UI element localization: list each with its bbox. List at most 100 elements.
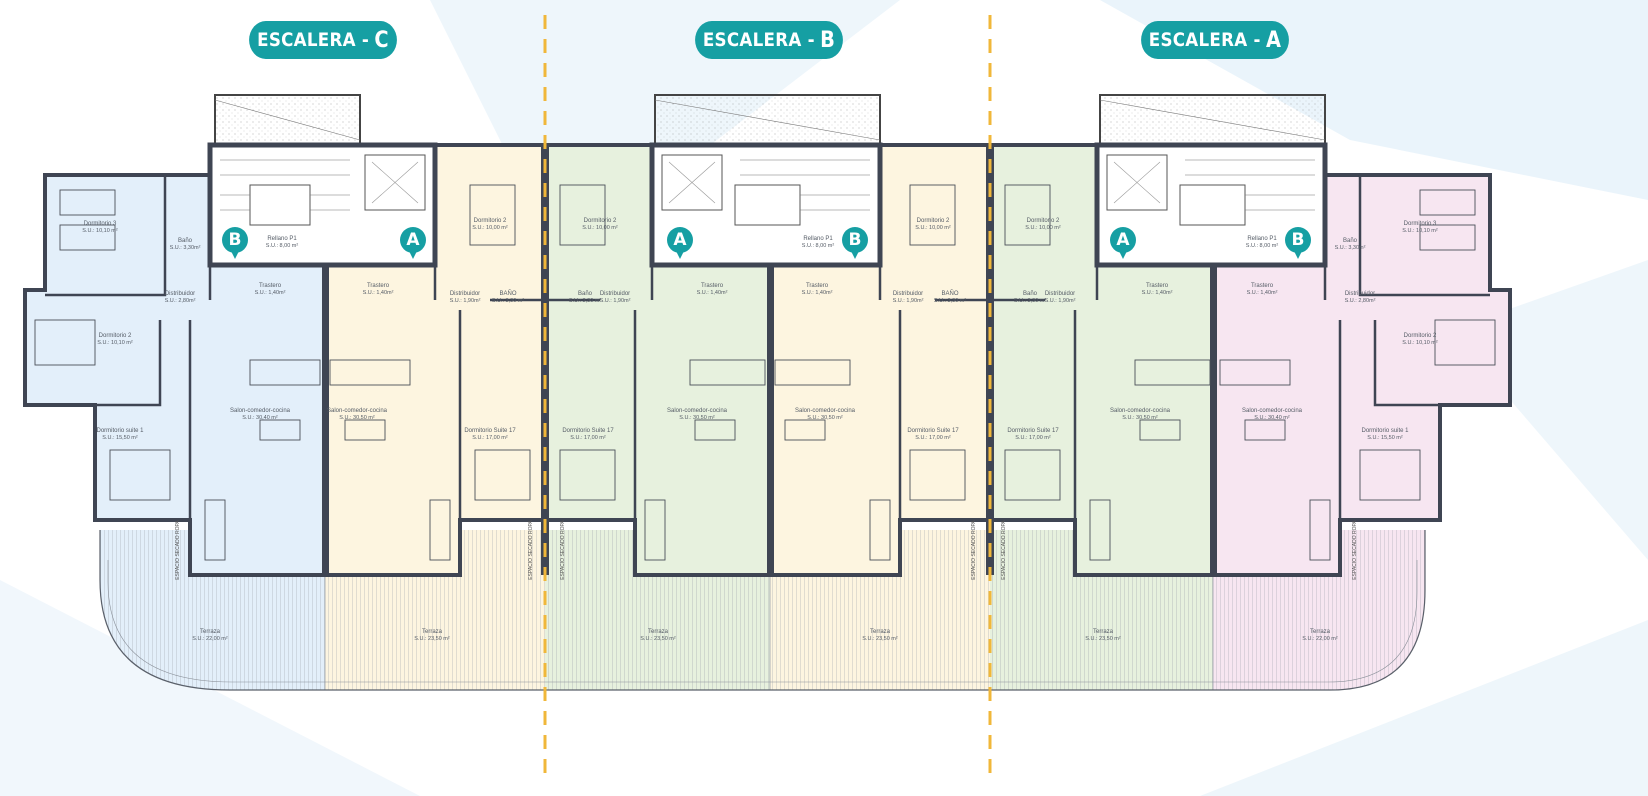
room-name: Dormitorio suite 1 [1361,428,1409,434]
room-area: S.U.: 30,50 m² [339,415,375,421]
room-area: S.U.: 10,10 m² [97,340,133,346]
room-name: Dormitorio 2 [1403,333,1437,339]
room-area: S.U.: 30,40 m² [242,415,278,421]
room-area: S.U.: 23,50 m² [1085,636,1121,642]
room-name: Dormitorio 2 [583,218,617,224]
header-prefix: ESCALERA - [1148,29,1261,51]
header-escalera-a: ESCALERA -A [1141,21,1289,59]
room-name: BAÑO [499,291,517,297]
room-area: S.U.: 10,00 m² [472,225,508,231]
room-area: S.U.: 10,00 m² [582,225,618,231]
room-name: Salon-comedor-cocina [1109,408,1171,414]
room-area: S.U.: 1,40m² [1141,290,1173,296]
room-name: Dormitorio 3 [83,221,117,227]
drying-space-label: ESPACIO SECADO ROPA [1352,520,1358,580]
room-area: S.U.: 17,00 m² [472,435,508,441]
header-prefix: ESCALERA - [257,29,370,51]
room-name: Salon-comedor-cocina [229,408,291,414]
room-name: Dormitorio Suite 17 [562,428,614,434]
room-name: Distribuidor [892,291,924,297]
room-name: Baño [577,291,592,297]
drying-space-label: ESPACIO SECADO ROPA [1001,520,1007,580]
room-area: S.U.: 15,50 m² [1367,435,1403,441]
door-marker-a: A [400,227,426,259]
drying-space-label: ESPACIO SECADO ROPA [971,520,977,580]
interior-walls [25,175,1510,520]
room-area: S.U.: 15,50 m² [102,435,138,441]
room-name: Dormitorio 2 [1026,218,1060,224]
room-area: S.U.: 10,00 m² [915,225,951,231]
room-area: S.U.: 1,40m² [362,290,394,296]
room-area: S.U.: 30,50 m² [1122,415,1158,421]
room-area: S.U.: 3,30 m² [1013,298,1047,304]
room-name: Terraza [647,629,668,635]
room-name: Salon-comedor-cocina [666,408,728,414]
room-name: Baño [1022,291,1037,297]
room-area: S.U.: 23,50 m² [862,636,898,642]
room-name: Terraza [869,629,890,635]
room-name: Distribuidor [1344,291,1376,297]
room-name: BAÑO [941,291,959,297]
room-area: S.U.: 2,80m² [164,298,196,304]
room-name: Trastero [700,283,724,289]
room-area: S.U.: 17,00 m² [1015,435,1051,441]
room-area: S.U.: 3,30m² [1334,245,1366,251]
room-name: Distribuidor [164,291,196,297]
room-area: S.U.: 1,40m² [1246,290,1278,296]
room-name: Trastero [258,283,282,289]
room-name: Salon-comedor-cocina [326,408,388,414]
door-marker-a: A [1110,227,1136,259]
room-area: S.U.: 3,30m² [169,245,201,251]
room-name: Trastero [366,283,390,289]
landing-area: S.U.: 8,00 m² [265,243,299,249]
stair-section-dividers [543,15,992,775]
landing-name: Rellano P1 [1247,236,1277,242]
room-area: S.U.: 23,50 m² [414,636,450,642]
header-letter: A [1265,27,1282,53]
room-name: Dormitorio Suite 17 [1007,428,1059,434]
landing-area: S.U.: 8,00 m² [801,243,835,249]
room-name: Dormitorio Suite 17 [464,428,516,434]
door-marker-b: B [222,227,248,259]
room-area: S.U.: 1,90m² [1044,298,1076,304]
room-area: S.U.: 17,00 m² [915,435,951,441]
room-area: S.U.: 10,00 m² [1025,225,1061,231]
room-name: Salon-comedor-cocina [1241,408,1303,414]
room-area: S.U.: 30,40 m² [1254,415,1290,421]
room-name: Dormitorio 3 [1403,221,1437,227]
room-area: S.U.: 3,30 m² [491,298,525,304]
header-escalera-b: ESCALERA -B [695,21,843,59]
room-area: S.U.: 10,10 m² [82,228,118,234]
door-marker-b: B [842,227,868,259]
terrace-edge [99,530,1426,691]
room-name: Dormitorio suite 1 [96,428,144,434]
